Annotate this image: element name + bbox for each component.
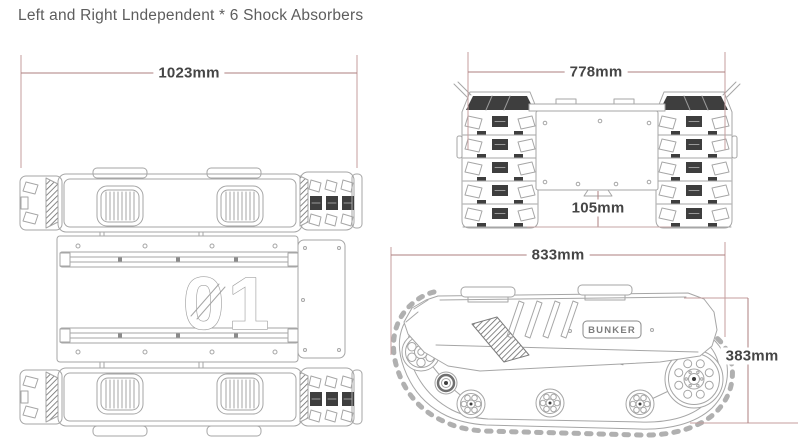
bunker-brand-text: BUNKER [588,325,636,336]
rear-right-track-tower [656,82,740,228]
chassis-body [56,231,346,369]
dim-label-side-view-height: 383mm [720,347,784,365]
top-track [57,167,303,233]
corner-wheel-rear-left [19,369,63,425]
cross-rails [59,251,299,344]
road-wheel-2 [535,388,565,418]
body-marking-01: 01 [182,261,273,345]
track-tread [216,373,264,415]
body-marking-text: 01 [183,262,273,345]
side-view-drawing: BUNKER [391,284,735,438]
road-wheel-3 [625,389,655,419]
top-view-drawing: 01 [19,167,362,437]
corner-wheel-front-left [19,175,63,231]
corner-wheel-rear-right [300,368,362,426]
side-body [403,284,718,372]
corner-wheel-front-right [300,172,362,230]
page-title: Left and Right Lndependent * 6 Shock Abs… [18,7,364,24]
dim-label-top-view-width: 1023mm [153,64,225,82]
rear-view-drawing [453,81,740,229]
road-wheel-1 [456,389,486,419]
bunker-badge: BUNKER [582,320,642,339]
side-vents [471,300,579,363]
track-tread [96,185,144,227]
zero-slash [190,283,226,320]
rear-center-plate [528,98,666,197]
dim-label-side-view-length: 833mm [526,246,590,264]
track-tread [216,185,264,227]
rear-left-track-tower [453,81,539,229]
bottom-track [57,367,303,437]
track-tread [96,373,144,415]
dim-label-ground-clearance: 105mm [566,199,630,217]
front-idler-wheel [434,371,458,395]
dim-label-rear-view-width: 778mm [564,63,628,81]
rear-drive-wheel [664,349,724,409]
